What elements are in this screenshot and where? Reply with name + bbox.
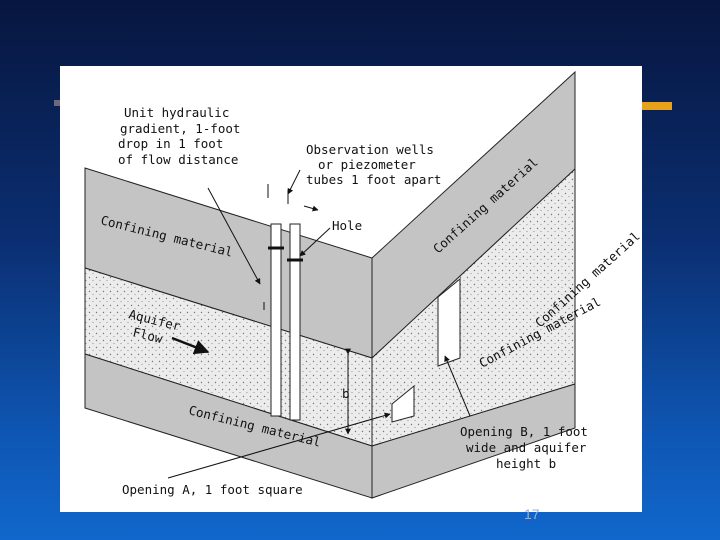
title-rule-accent <box>640 102 672 110</box>
slide-number: 17 <box>524 506 540 522</box>
opening-b-label: Opening B, 1 foot wide and aquifer heigh… <box>460 424 595 471</box>
opening-b <box>437 277 461 367</box>
flow-arrow <box>171 336 210 355</box>
aquifer-diagram-figure: Unit hydraulic gradient, 1-foot drop in … <box>60 66 642 512</box>
flow-label: Flow <box>131 324 164 346</box>
opening-a-label: Opening A, 1 foot square <box>122 482 303 497</box>
opening-a <box>391 384 415 423</box>
observation-well-1 <box>270 223 282 417</box>
b-label: b <box>342 386 350 401</box>
observation-wells-label: Observation wells or piezometer tubes 1 … <box>306 142 441 187</box>
unit-gradient-label: Unit hydraulic gradient, 1-foot drop in … <box>118 105 248 167</box>
hole-label: Hole <box>332 218 362 233</box>
observation-well-2 <box>289 223 301 421</box>
right-lower-confining-face <box>371 383 576 499</box>
aquifer-diagram: Unit hydraulic gradient, 1-foot drop in … <box>84 70 642 499</box>
